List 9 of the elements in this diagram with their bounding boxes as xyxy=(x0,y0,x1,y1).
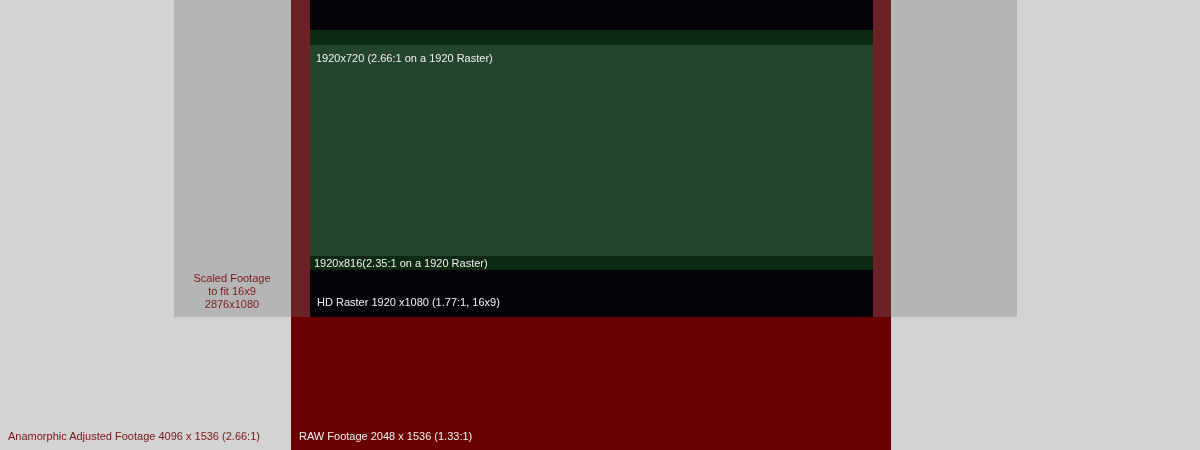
scaled-frame xyxy=(174,0,1017,317)
raw-frame xyxy=(291,317,891,450)
frame-label: Scaled Footage to fit 16x9 2876x1080 xyxy=(192,272,272,311)
frame-label: Anamorphic Adjusted Footage 4096 x 1536 (2.66:1) xyxy=(8,430,260,443)
frame-label: 1920x720 (2.66:1 on a 1920 Raster) xyxy=(316,52,493,65)
raster-frame xyxy=(310,0,873,317)
frame-label: RAW Footage 2048 x 1536 (1.33:1) xyxy=(299,430,473,443)
frame-label: 1920x816(2.35:1 on a 1920 Raster) xyxy=(314,257,488,270)
frame-label: HD Raster 1920 x1080 (1.77:1, 16x9) xyxy=(317,296,500,309)
